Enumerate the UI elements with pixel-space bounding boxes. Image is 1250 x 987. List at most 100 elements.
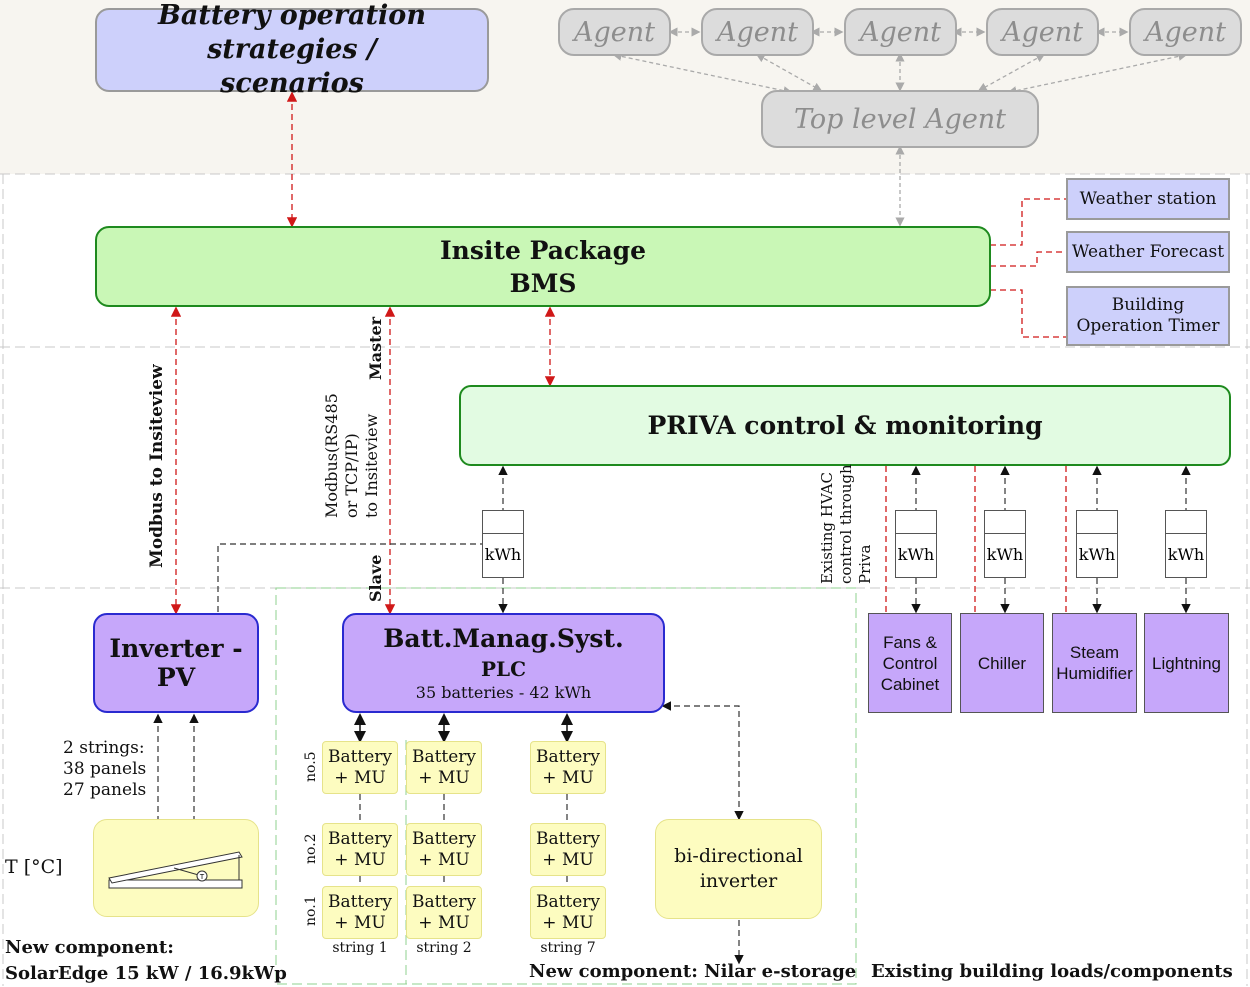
mu-label: + MU bbox=[542, 849, 594, 870]
load-lightning: Lightning bbox=[1144, 613, 1229, 713]
modbus-rs485-line: Modbus(RS485 bbox=[322, 393, 341, 518]
building-operation-timer-label: Building Operation Timer bbox=[1076, 295, 1220, 336]
insite-package-label: Insite Package bbox=[439, 235, 647, 265]
mu-label: + MU bbox=[542, 912, 594, 933]
bidirectional-inverter-box: bi-directional inverter bbox=[655, 819, 822, 919]
battery-module: Battery+ MU bbox=[530, 741, 606, 794]
modbus-link-label: Modbus to Insiteview bbox=[147, 364, 167, 568]
nilar-footer: New component: Nilar e-storage bbox=[529, 961, 857, 982]
agent-node: Agent bbox=[701, 8, 814, 56]
strategies-box: Battery operation strategies / scenarios bbox=[95, 0, 489, 99]
agent-node: Agent bbox=[558, 8, 671, 56]
battery-management-system-box: Batt.Manag.Syst. PLC 35 batteries - 42 k… bbox=[342, 613, 665, 713]
battery-label: Battery bbox=[327, 828, 393, 849]
agent-label: Agent bbox=[1145, 16, 1226, 48]
load-label: Steam Humidifier bbox=[1056, 643, 1133, 683]
load-label: Fans & Control Cabinet bbox=[880, 632, 940, 694]
bms-label: BMS bbox=[509, 268, 577, 298]
agent-label: Agent bbox=[717, 16, 798, 48]
battery-label: Battery bbox=[535, 828, 601, 849]
weather-forecast-label: Weather Forecast bbox=[1071, 242, 1225, 262]
pv-strings-label: 2 strings: 38 panels 27 panels bbox=[63, 738, 146, 801]
load-label: Chiller bbox=[977, 653, 1027, 673]
mu-label: + MU bbox=[418, 849, 470, 870]
hvac-control-line: control through bbox=[837, 464, 855, 584]
battery-capacity-label: 35 batteries - 42 kWh bbox=[415, 683, 592, 702]
mu-label: + MU bbox=[334, 912, 386, 933]
footer-line: SolarEdge 15 kW / 16.9kWp bbox=[5, 963, 287, 984]
bidirectional-inverter-label: bi-directional inverter bbox=[674, 845, 803, 892]
battery-module: Battery+ MU bbox=[322, 886, 398, 939]
string-label: string 1 bbox=[332, 940, 388, 956]
pv-strings-line: 38 panels bbox=[63, 759, 147, 779]
mu-label: + MU bbox=[418, 912, 470, 933]
load-chiller: Chiller bbox=[960, 613, 1044, 713]
battery-module: Battery+ MU bbox=[322, 741, 398, 794]
agent-label: Agent bbox=[574, 16, 655, 48]
battery-label: Battery bbox=[411, 746, 477, 767]
kwh-label: kWh bbox=[1167, 544, 1205, 564]
hvac-control-line: Existing HVAC bbox=[818, 472, 836, 584]
kwh-meter: kWh bbox=[482, 510, 524, 578]
battery-label: Battery bbox=[411, 828, 477, 849]
pv-panel-box: T bbox=[93, 819, 259, 917]
pv-strings-line: 27 panels bbox=[63, 780, 147, 800]
solaredge-footer: New component: SolarEdge 15 kW / 16.9kWp bbox=[5, 935, 287, 987]
weather-station-label: Weather station bbox=[1079, 189, 1217, 209]
battery-label: Battery bbox=[327, 891, 393, 912]
battery-label: Battery bbox=[535, 891, 601, 912]
slave-label: Slave bbox=[366, 554, 385, 602]
kwh-meter: kWh bbox=[1076, 510, 1118, 578]
mu-label: + MU bbox=[418, 767, 470, 788]
kwh-meter: kWh bbox=[895, 510, 937, 578]
plc-label: PLC bbox=[480, 657, 527, 681]
master-label: Master bbox=[366, 316, 385, 380]
top-level-agent-label: Top level Agent bbox=[793, 103, 1007, 135]
battery-module: Battery+ MU bbox=[406, 886, 482, 939]
mu-label: + MU bbox=[542, 767, 594, 788]
battery-module: Battery+ MU bbox=[406, 823, 482, 876]
battery-module: Battery+ MU bbox=[322, 823, 398, 876]
mu-label: + MU bbox=[334, 849, 386, 870]
hvac-control-line: Priva bbox=[856, 544, 874, 584]
kwh-label: kWh bbox=[484, 544, 522, 564]
row-label: no.1 bbox=[303, 895, 319, 926]
temperature-label: T [°C] bbox=[5, 856, 63, 878]
sensor-mark: T bbox=[199, 873, 205, 881]
insite-bms-box: Insite Package BMS bbox=[95, 226, 991, 307]
battery-label: Battery bbox=[327, 746, 393, 767]
modbus-rs485-line: or TCP/IP) bbox=[342, 433, 361, 518]
existing-loads-footer: Existing building loads/components bbox=[871, 961, 1233, 982]
priva-box: PRIVA control & monitoring bbox=[459, 385, 1231, 466]
batt-manag-syst-label: Batt.Manag.Syst. bbox=[383, 624, 624, 653]
modbus-rs485-line: to Insiteview bbox=[362, 413, 381, 518]
kwh-label: kWh bbox=[897, 544, 935, 564]
weather-station-box: Weather station bbox=[1066, 178, 1230, 220]
mu-label: + MU bbox=[334, 767, 386, 788]
footer-line: New component: bbox=[5, 937, 174, 958]
agent-node: Agent bbox=[1129, 8, 1242, 56]
pv-panel-icon: T bbox=[108, 851, 243, 889]
pv-strings-line: 2 strings: bbox=[63, 738, 145, 758]
row-label: no.5 bbox=[303, 751, 319, 782]
load-label: Lightning bbox=[1151, 653, 1221, 673]
load-steam-humidifier: Steam Humidifier bbox=[1052, 613, 1137, 713]
kwh-label: kWh bbox=[1078, 544, 1116, 564]
inverter-pv-label: Inverter - PV bbox=[109, 634, 243, 692]
hvac-control-label: Existing HVAC control through Priva bbox=[818, 464, 875, 584]
building-operation-timer-box: Building Operation Timer bbox=[1066, 286, 1230, 346]
agent-label: Agent bbox=[1002, 16, 1083, 48]
battery-label: Battery bbox=[411, 891, 477, 912]
inverter-pv-box: Inverter - PV bbox=[93, 613, 259, 713]
row-label: no.2 bbox=[303, 833, 319, 864]
priva-label: PRIVA control & monitoring bbox=[647, 411, 1043, 440]
string-label: string 2 bbox=[416, 940, 472, 956]
kwh-label: kWh bbox=[986, 544, 1024, 564]
battery-module: Battery+ MU bbox=[406, 741, 482, 794]
string-label: string 7 bbox=[540, 940, 596, 956]
agent-node: Agent bbox=[844, 8, 957, 56]
top-level-agent: Top level Agent bbox=[761, 90, 1039, 148]
modbus-rs485-label: Modbus(RS485 or TCP/IP) to Insiteview bbox=[322, 393, 382, 518]
battery-label: Battery bbox=[535, 746, 601, 767]
